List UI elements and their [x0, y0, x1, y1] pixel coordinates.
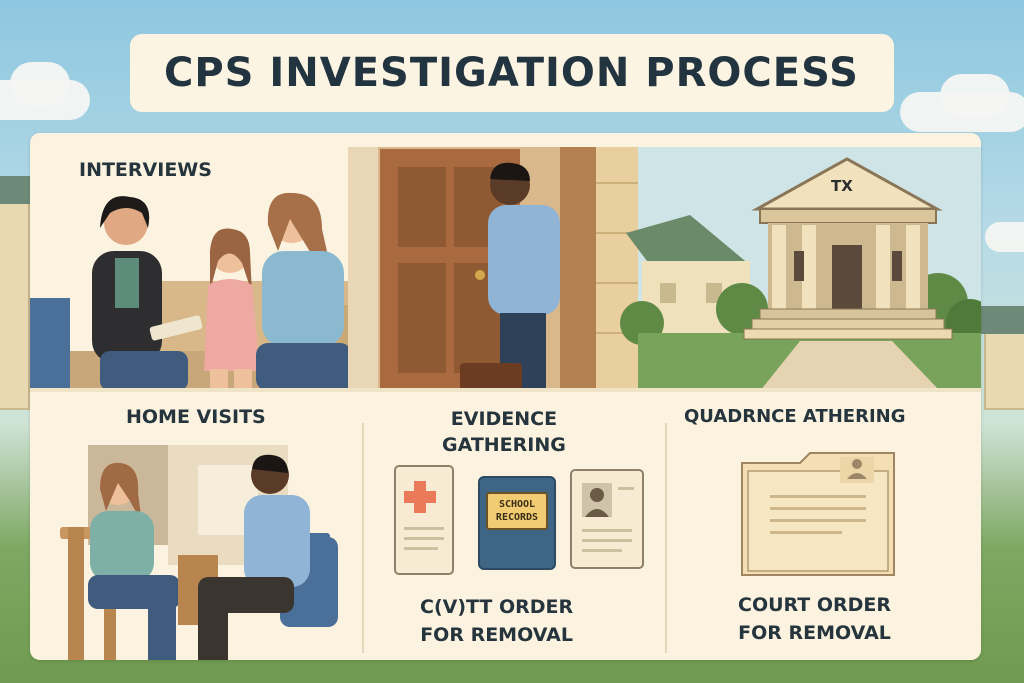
process-panel: TX INTERVIEWS HOME VISITS EVIDENCE GATHE…	[30, 133, 981, 660]
court-order-right-line-1: COURT ORDER	[738, 594, 892, 616]
school-records-label: SCHOOL RECORDS	[486, 492, 548, 530]
quadrnce-athering-label: QUADRNCE ATHERING	[684, 406, 906, 427]
title-banner: CPS INVESTIGATION PROCESS	[130, 34, 894, 112]
school-records-folder-icon: SCHOOL RECORDS	[478, 476, 556, 570]
background-house	[980, 306, 1024, 410]
section-divider	[665, 423, 667, 653]
page-title: CPS INVESTIGATION PROCESS	[164, 50, 859, 96]
school-records-line-1: SCHOOL	[498, 499, 536, 510]
evidence-line-1: EVIDENCE	[450, 408, 558, 430]
court-order-left-label: C(V)TT ORDER FOR REMOVAL	[420, 593, 573, 649]
court-order-right-line-2: FOR REMOVAL	[738, 622, 891, 644]
cloud	[985, 222, 1024, 252]
court-order-left-line-2: FOR REMOVAL	[420, 624, 573, 646]
case-file-folder-icon	[741, 452, 895, 576]
evidence-gathering-label: EVIDENCE GATHERING	[442, 406, 566, 458]
section-divider	[362, 423, 364, 653]
social-worker-woman-illustration	[92, 196, 203, 391]
interviews-label: INTERVIEWS	[79, 159, 212, 181]
court-order-right-label: COURT ORDER FOR REMOVAL	[738, 591, 891, 647]
interview-scene-illustration	[30, 133, 981, 391]
section-divider	[30, 388, 981, 392]
evidence-line-2: GATHERING	[442, 434, 566, 456]
courthouse-label: TX	[831, 177, 853, 195]
mother-illustration	[256, 192, 352, 391]
caseworker-man-illustration	[460, 162, 560, 391]
home-visits-label: HOME VISITS	[126, 406, 266, 428]
stone-pillar-illustration	[596, 147, 638, 391]
medical-form-icon	[394, 465, 454, 575]
cloud	[940, 74, 1010, 118]
school-records-line-2: RECORDS	[495, 512, 539, 523]
photo-id-document-icon	[570, 469, 644, 569]
child-illustration	[204, 228, 260, 391]
background-house	[0, 176, 34, 410]
court-order-left-line-1: C(V)TT ORDER	[420, 596, 574, 618]
cloud	[10, 62, 70, 106]
courthouse-icon	[743, 157, 953, 340]
home-visit-illustration	[60, 445, 338, 660]
